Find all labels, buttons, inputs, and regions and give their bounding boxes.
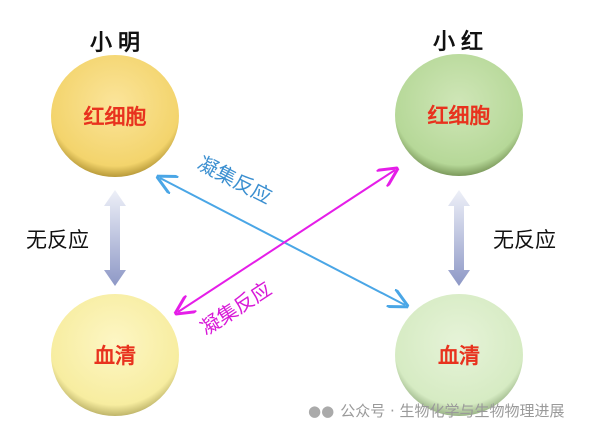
wechat-icon: ●● xyxy=(308,401,335,420)
watermark-text: 公众号 · 生物化学与生物物理进展 xyxy=(340,402,565,420)
vertical-arrow-right xyxy=(448,190,470,286)
blue-agglutination-label: 凝集反应 xyxy=(194,151,276,209)
node-bl-circle xyxy=(51,294,179,416)
node-tr-label: 红细胞 xyxy=(428,104,491,128)
magenta-agglutination-label: 凝集反应 xyxy=(196,276,276,340)
node-tl-circle xyxy=(51,55,179,177)
node-bl-label: 血清 xyxy=(94,344,136,368)
no-reaction-left: 无反应 xyxy=(26,228,89,252)
vertical-arrow-left xyxy=(104,190,126,286)
watermark: ●● 公众号 · 生物化学与生物物理进展 xyxy=(308,400,565,421)
node-tl-label: 红细胞 xyxy=(84,105,147,129)
person-right-label: 小红 xyxy=(433,30,490,55)
no-reaction-right: 无反应 xyxy=(493,228,556,252)
blue-arrow xyxy=(160,178,405,305)
node-br-circle xyxy=(395,294,523,416)
person-left-label: 小明 xyxy=(90,31,147,56)
magenta-arrow xyxy=(178,170,395,312)
node-tr-circle xyxy=(395,54,523,176)
node-br-label: 血清 xyxy=(438,344,480,368)
